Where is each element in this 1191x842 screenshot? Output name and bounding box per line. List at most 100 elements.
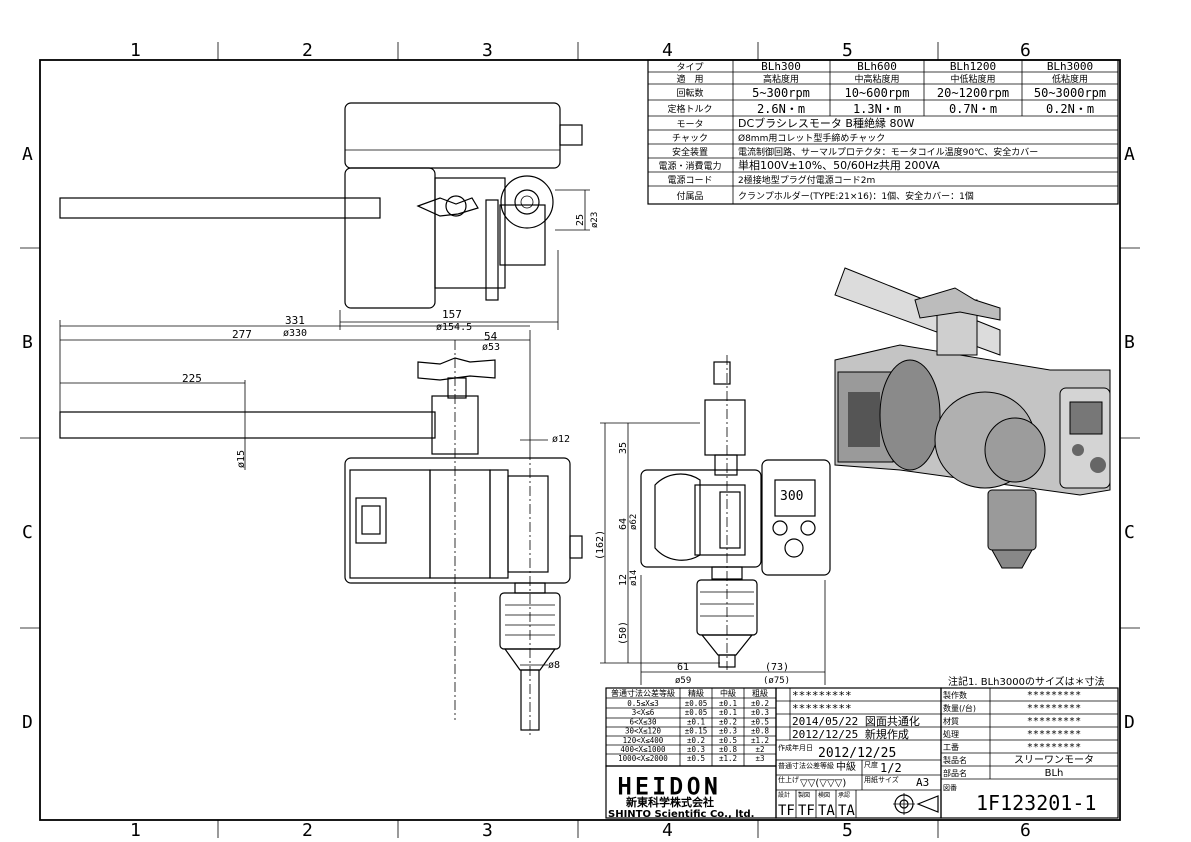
title-field-label: 部品名: [943, 768, 967, 778]
dim-label: ø14: [629, 570, 639, 586]
tol-cell: ±0.05: [685, 708, 708, 717]
tol-cell: 400<X≤1000: [620, 745, 666, 754]
zone-row-label: C: [22, 522, 33, 543]
dim-label: (50): [618, 621, 629, 645]
tol-cell: 0.5≤X≤3: [627, 699, 659, 708]
paper-size: A3: [916, 776, 929, 789]
projection-symbol-icon: [893, 793, 939, 815]
zone-col-label: 3: [482, 820, 493, 841]
tolerance-grade-label: 普通寸法公差等級: [778, 761, 834, 770]
spec-cell: 電源コード: [667, 175, 712, 186]
zone-row-label: A: [22, 144, 33, 165]
revision-entry: 2014/05/22 図面共通化: [792, 714, 920, 728]
drawing-no-label: 図番: [943, 784, 957, 792]
tol-cell: ±3: [755, 754, 764, 763]
tol-cell: 3<X≤6: [632, 708, 655, 717]
company-name-jp: 新東科学株式会社: [626, 795, 714, 809]
sign-label: 検図: [818, 791, 830, 799]
tol-cell: ±0.15: [685, 727, 708, 736]
dim-label: (ø75): [763, 676, 790, 686]
title-field-value: *********: [1027, 729, 1081, 740]
dim-label: ø12: [552, 434, 570, 445]
title-field-label: 製品名: [943, 755, 967, 765]
spec-cell: 単相100V±10%、50/60Hz共用 200VA: [738, 158, 940, 172]
dim-label: 12: [618, 574, 629, 586]
dim-label: (73): [765, 662, 789, 673]
tol-cell: 6<X≤30: [629, 717, 657, 726]
spec-cell: 2.6N・m: [757, 102, 805, 116]
finish-label: 仕上げ: [778, 775, 799, 784]
spec-cell: 2極接地型プラグ付電源コード2m: [738, 174, 875, 186]
dim-label: 331: [285, 314, 305, 327]
spec-cell: 中高粘度用: [854, 73, 899, 85]
spec-cell: クランプホルダー(TYPE:21×16)：1個、安全カバー：1個: [738, 190, 974, 202]
size-note: 注記1. BLh3000のサイズは＊寸法: [948, 675, 1105, 688]
tol-cell: ±0.1: [719, 708, 737, 717]
dim-label: (162): [595, 530, 606, 560]
tol-cell: ±0.1: [687, 717, 705, 726]
top-view: 25 ø23 157 ø154.5: [59, 102, 600, 333]
spec-cell: Ø8mm用コレット型手締めチャック: [738, 132, 885, 144]
tol-cell: ±0.05: [685, 699, 708, 708]
drawing-number: 1F123201-1: [976, 791, 1096, 815]
spec-header: BLh300: [761, 60, 801, 73]
zone-col-label: 2: [302, 820, 313, 841]
signature: TA: [818, 803, 835, 819]
title-field-value: スリーワンモータ: [1014, 754, 1094, 766]
dim-label: 54: [484, 330, 498, 343]
dim-label: ø15: [236, 450, 247, 468]
dim-label: ø23: [590, 212, 600, 228]
tolerance-table: 普通寸法公差等級 精級 中級 粗級 0.5≤X≤3±0.05±0.1±0.23<…: [605, 687, 777, 767]
zone-row-label: C: [1124, 522, 1135, 543]
scale-label: 尺度: [864, 760, 878, 769]
tol-cell: 120<X≤400: [623, 736, 664, 745]
spec-table: タイプ BLh300 BLh600 BLh1200 BLh3000 適 用 高粘…: [647, 59, 1119, 205]
spec-header: BLh3000: [1047, 60, 1093, 73]
tol-header: 普通寸法公差等級: [611, 688, 675, 698]
tol-header: 精級: [688, 688, 704, 698]
spec-cell: 中低粘度用: [950, 73, 995, 85]
spec-header: タイプ: [676, 62, 703, 73]
side-view: (162) 35 64 ø62 12 ø14 (50) 300: [595, 355, 831, 686]
zone-col-label: 6: [1020, 820, 1031, 841]
tol-cell: ±0.3: [687, 745, 705, 754]
company-logo: HEIDON: [618, 775, 721, 800]
dim-label: 35: [618, 442, 629, 454]
revision-entry: 2012/12/25 新規作成: [792, 727, 909, 741]
spec-cell: 5~300rpm: [752, 86, 810, 100]
spec-cell: 電流制御回路、サーマルプロテクタ：モータコイル温度90℃、安全カバー: [738, 146, 1038, 158]
zone-col-label: 5: [842, 40, 853, 61]
tol-cell: ±2: [755, 745, 764, 754]
spec-header: BLh600: [857, 60, 897, 73]
title-field-label: 製作数: [943, 690, 967, 700]
dim-label: 64: [618, 518, 629, 530]
sign-label: 承認: [838, 791, 850, 799]
tol-cell: ±0.2: [751, 699, 769, 708]
dim-label: ø330: [283, 328, 307, 339]
spec-cell: モータ: [676, 119, 703, 130]
dim-label: ø53: [482, 342, 500, 353]
tol-cell: ±0.5: [687, 754, 705, 763]
title-field-label: 工番: [943, 742, 959, 752]
zone-col-label: 4: [662, 40, 673, 61]
spec-cell: 10~600rpm: [844, 86, 909, 100]
company-name-en: SHINTO Scientific Co., ltd.: [608, 809, 754, 820]
spec-cell: 高粘度用: [763, 73, 799, 85]
spec-cell: 50~3000rpm: [1034, 86, 1106, 100]
signature: TF: [798, 803, 815, 819]
title-field-label: 材質: [943, 716, 959, 726]
tol-header: 中級: [720, 688, 736, 698]
zone-labels: 1 2 3 4 5 6 1 2 3 4 5 6 A B C D A B C D: [22, 40, 1135, 841]
zone-col-label: 6: [1020, 40, 1031, 61]
tol-cell: ±0.2: [687, 736, 705, 745]
finish-value: ▽▽(▽▽▽): [800, 778, 846, 789]
dim-label: ø8: [548, 660, 560, 671]
title-field-value: BLh: [1045, 768, 1064, 779]
dim-label: 61: [677, 662, 689, 673]
spec-cell: 安全装置: [672, 146, 708, 158]
spec-cell: 電源・消費電力: [658, 160, 721, 172]
zone-row-label: B: [1124, 332, 1135, 353]
tol-cell: ±0.5: [719, 736, 737, 745]
isometric-view: [834, 267, 1111, 569]
